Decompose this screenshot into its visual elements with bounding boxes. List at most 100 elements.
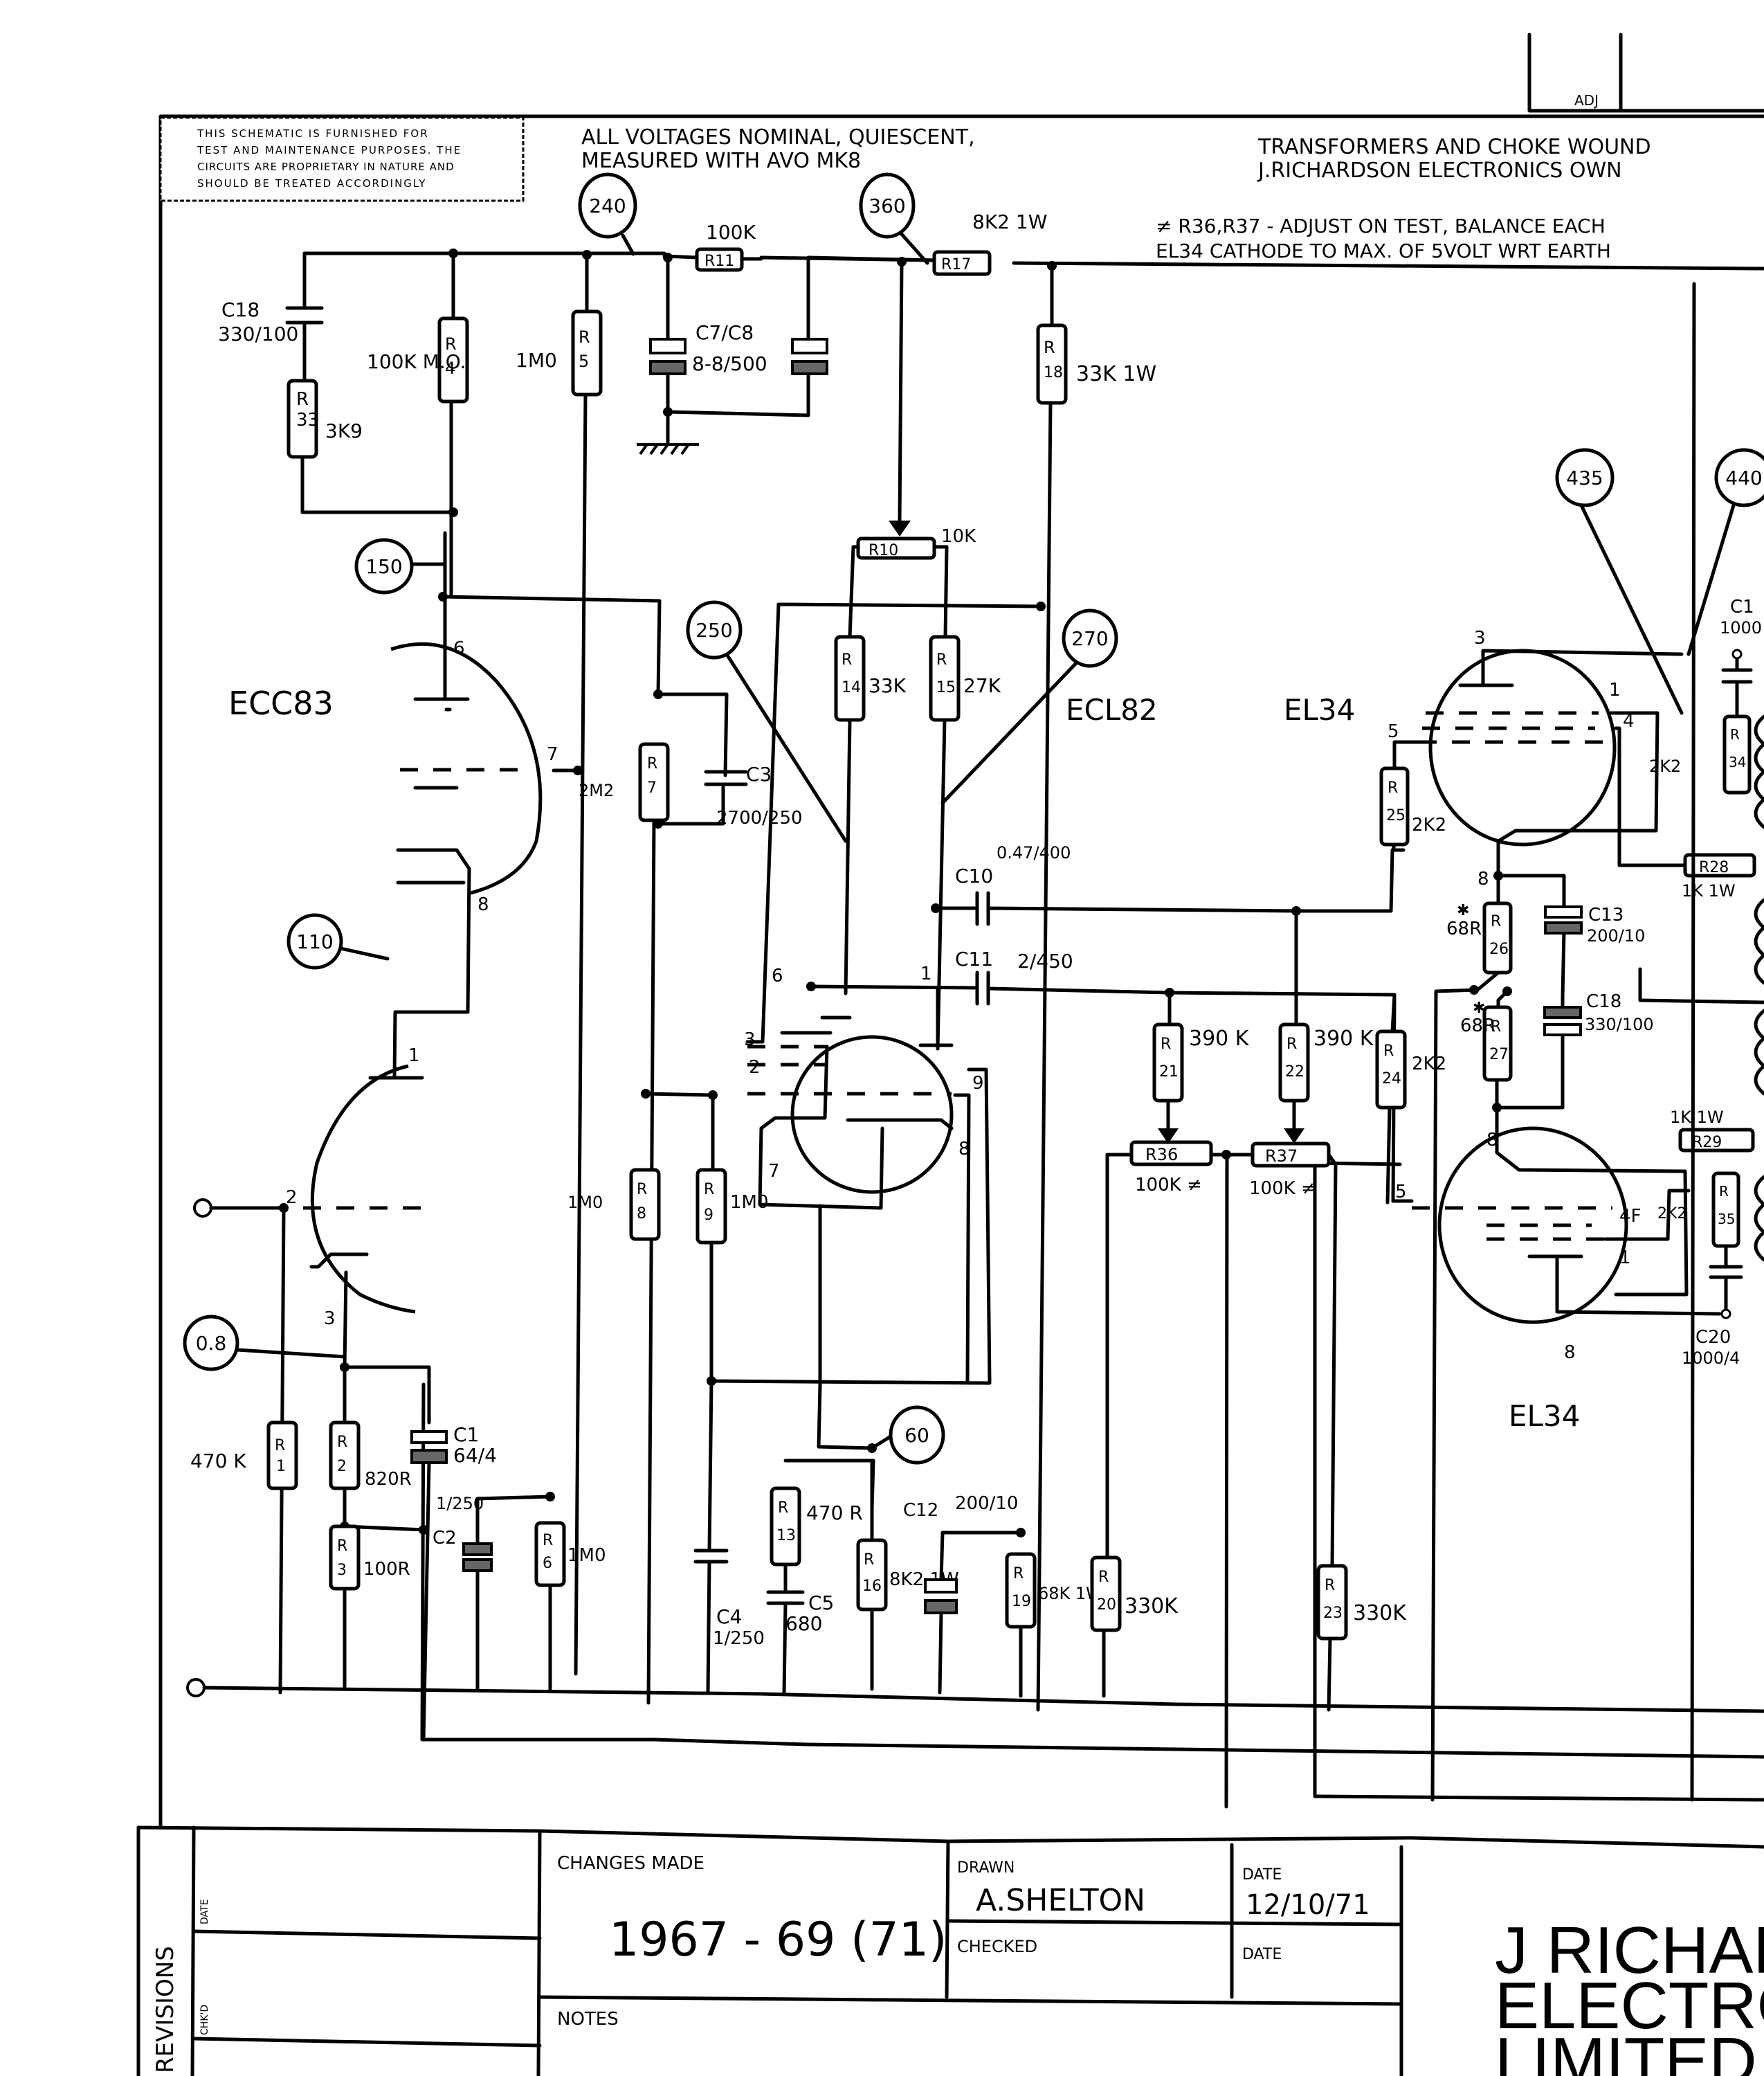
revision-chkd-label: CHK'D bbox=[199, 2005, 210, 2035]
v1b-pin-1: 1 bbox=[408, 1045, 420, 1066]
r8-ref-num: 8 bbox=[637, 1205, 646, 1222]
r9-value: 1M0 bbox=[730, 1192, 769, 1213]
r14-ref: R bbox=[842, 651, 852, 669]
voltage-point-v250: 250 bbox=[686, 600, 848, 843]
voltage-lead bbox=[898, 230, 929, 265]
r13-ref-num: 13 bbox=[776, 1527, 796, 1544]
r27-ref: R bbox=[1491, 1018, 1501, 1036]
c9-value: 0.47/400 bbox=[997, 843, 1071, 863]
voltage-point-v440: 440 bbox=[1686, 448, 1764, 656]
tube-v3-el34: 3 1 4 5 8 EL34 2K2 bbox=[1284, 628, 1689, 890]
ground-rail bbox=[202, 1686, 1764, 1713]
r13-value: 470 R bbox=[806, 1501, 863, 1524]
r28-value: 1K 1W bbox=[1682, 881, 1736, 901]
voltage-circle bbox=[183, 1315, 239, 1371]
c12-value: 200/10 bbox=[1587, 926, 1645, 946]
voltage-lead bbox=[725, 652, 848, 843]
r9-resistor: R 9 1M0 bbox=[695, 1168, 769, 1245]
r37-ref: R37 bbox=[1265, 1146, 1298, 1166]
voltage-value: 435 bbox=[1566, 467, 1603, 489]
wire-r18-node bbox=[745, 602, 1043, 1044]
v4-pin-1: 1 bbox=[1619, 1247, 1631, 1268]
v2-tube-name: ECL82 bbox=[1066, 693, 1158, 727]
voltage-point-v60: 60 bbox=[870, 1405, 945, 1465]
voltage-point-v435: 435 bbox=[1555, 448, 1684, 715]
c2-value: 1/250 bbox=[436, 1494, 484, 1513]
r18-ref: R bbox=[1044, 338, 1055, 357]
r6-ref: R bbox=[543, 1532, 553, 1549]
disclaimer-box: THIS SCHEMATIC IS FURNISHED FOR TEST AND… bbox=[159, 116, 525, 202]
r5-value: 1M0 bbox=[516, 349, 557, 372]
r3-resistor: R 3 100R bbox=[329, 1524, 410, 1591]
tube-v1-lower-triode: 1 2 3 bbox=[270, 1045, 433, 1369]
r24-ref-num: 24 bbox=[1382, 1070, 1401, 1087]
voltage-lead bbox=[338, 946, 390, 961]
r28-ref: R28 bbox=[1699, 859, 1729, 876]
feedback-rail bbox=[420, 1382, 1764, 1759]
tube-v2-ecl82: 6 1 3 2 9 7 8 ECL82 bbox=[744, 693, 1158, 1387]
title-block: REVISIONS DATE CHK'D CHANGES MADE 1967 -… bbox=[136, 1825, 1764, 2076]
r35-ref: R bbox=[1719, 1183, 1729, 1200]
output-transformer bbox=[1638, 282, 1764, 1802]
r35-ref-num: 35 bbox=[1718, 1211, 1735, 1227]
c10-value: 2/450 bbox=[1017, 950, 1073, 973]
c3-capacitor: C3 2700/250 bbox=[704, 763, 803, 829]
c19-ref: C1 bbox=[1730, 597, 1754, 617]
c18-r33-branch: R 33 C18 330/100 3K9 bbox=[218, 251, 455, 514]
voltage-circle bbox=[686, 600, 743, 660]
r27-value: 68R bbox=[1460, 1016, 1495, 1036]
c4-capacitor: C4 1/250 bbox=[693, 1379, 765, 1695]
voltage-lead bbox=[235, 1348, 347, 1359]
r10-value: 10K bbox=[941, 526, 976, 547]
r25-ref-num: 25 bbox=[1386, 807, 1406, 824]
v4-pin-5: 5 bbox=[1395, 1182, 1407, 1202]
c19-value: 1000 bbox=[1720, 618, 1762, 638]
voltage-value: 250 bbox=[695, 619, 732, 642]
r25-resistor: R 25 2K2 bbox=[1379, 766, 1446, 852]
c11-value: 200/10 bbox=[955, 1493, 1018, 1514]
r36-potentiometer[interactable]: R36 100K ≠ bbox=[1105, 1140, 1231, 1809]
input-terminal-signal[interactable] bbox=[193, 1198, 212, 1218]
r17-resistor: R17 8K2 1W bbox=[897, 210, 1057, 276]
r20-ref: R bbox=[1098, 1569, 1109, 1586]
drawn-value: A.SHELTON bbox=[976, 1883, 1145, 1918]
r13-ref: R bbox=[778, 1499, 788, 1517]
v3-pin-1: 1 bbox=[1609, 680, 1621, 701]
r4-ref-num: 4 bbox=[445, 359, 455, 378]
revisions-label: REVISIONS bbox=[152, 1946, 179, 2073]
voltage-value: 360 bbox=[869, 195, 905, 217]
v1-pin-8: 8 bbox=[478, 894, 489, 915]
voltage-point-v360: 360 bbox=[859, 172, 929, 265]
r26-resistor: R 26 68R ✱ bbox=[1430, 874, 1513, 1802]
r13-resistor: R 13 470 R bbox=[766, 1486, 863, 1695]
voltage-circle bbox=[354, 538, 414, 595]
r24-ref: R bbox=[1383, 1042, 1394, 1060]
v1-tube-name: ECC83 bbox=[228, 685, 334, 722]
r37-potentiometer[interactable]: R37 100K ≠ bbox=[1225, 1141, 1338, 1199]
r33-ref: R bbox=[296, 389, 309, 410]
voltage-circle bbox=[1062, 608, 1118, 668]
c4-value: 1/250 bbox=[713, 1628, 765, 1649]
c2-ref: C2 bbox=[433, 1528, 457, 1549]
r10-ref: R10 bbox=[869, 542, 898, 559]
r7-ref: R bbox=[647, 755, 657, 773]
input-terminal-ground[interactable] bbox=[186, 1678, 206, 1697]
voltage-circle bbox=[889, 1405, 945, 1465]
r7-ref-num: 7 bbox=[647, 779, 657, 797]
r22-value: 390 K bbox=[1313, 1027, 1374, 1051]
r24-value: 2K2 bbox=[1412, 1054, 1446, 1074]
r27-asterisk: ✱ bbox=[1473, 1000, 1485, 1017]
r26-asterisk: ✱ bbox=[1457, 902, 1469, 919]
c1-ref: C1 bbox=[453, 1423, 479, 1446]
v4-pin-4: 4F bbox=[1619, 1206, 1642, 1227]
c5-value: 680 bbox=[785, 1612, 822, 1635]
r36-ref: R36 bbox=[1145, 1145, 1178, 1164]
voltage-lead bbox=[870, 1434, 893, 1450]
r29-value: 1K 1W bbox=[1670, 1108, 1724, 1127]
voltage-point-v270: 270 bbox=[940, 608, 1118, 805]
changes-made-value: 1967 - 69 (71) bbox=[609, 1913, 947, 1967]
note-transformers-line-1: TRANSFORMERS AND CHOKE WOUND bbox=[1257, 135, 1651, 159]
r5-ref: R bbox=[579, 327, 590, 347]
